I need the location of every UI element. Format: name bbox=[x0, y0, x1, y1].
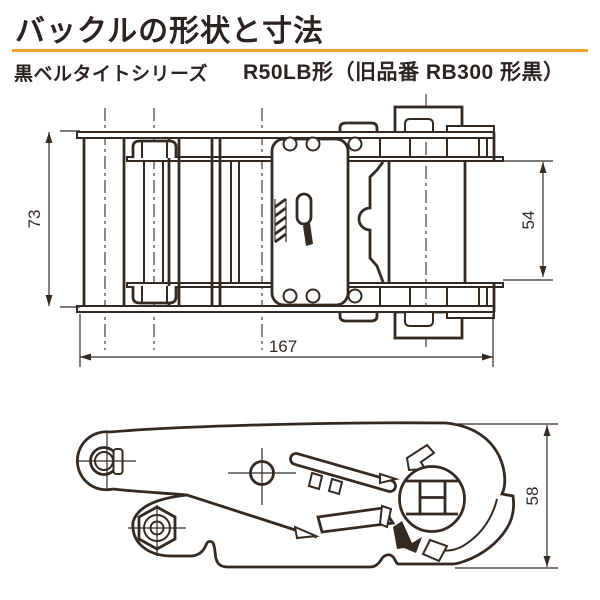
hex-nut-top bbox=[131, 139, 178, 158]
release-bar bbox=[289, 443, 436, 496]
lever-arm bbox=[75, 421, 447, 539]
dimension-73: 73 bbox=[25, 130, 80, 308]
arm-hole bbox=[228, 448, 296, 505]
page-title: バックルの形状と寸法 bbox=[15, 15, 325, 48]
series-label: 黒ベルタイトシリーズ bbox=[14, 64, 209, 85]
dimension-167: 167 bbox=[79, 314, 494, 367]
dim-73-label: 73 bbox=[25, 210, 44, 229]
hex-nut-bottom bbox=[131, 286, 178, 305]
accent-rule bbox=[12, 49, 588, 52]
dimension-54: 54 bbox=[497, 160, 553, 281]
frame-bars bbox=[82, 138, 240, 306]
hex-nut-side bbox=[128, 505, 186, 556]
drum-body bbox=[357, 138, 488, 306]
top-view-drawing: 73 54 167 bbox=[25, 94, 553, 367]
dim-54-label: 54 bbox=[519, 211, 538, 230]
handle-plate bbox=[270, 137, 350, 307]
buckle-tabs bbox=[338, 105, 495, 340]
dim-58-label: 58 bbox=[523, 487, 542, 506]
pawl bbox=[293, 472, 400, 540]
base-contour bbox=[131, 493, 452, 569]
lock-pin-detail bbox=[295, 192, 313, 246]
rivets bbox=[282, 136, 363, 304]
model-label: R50LB形（旧品番 RB300 形黒） bbox=[243, 61, 565, 84]
spring-detail bbox=[274, 197, 287, 244]
dimension-58: 58 bbox=[449, 423, 558, 569]
dim-167-label: 167 bbox=[269, 337, 297, 356]
side-view-drawing: 58 bbox=[75, 421, 558, 569]
ratchet-drum bbox=[393, 465, 466, 563]
